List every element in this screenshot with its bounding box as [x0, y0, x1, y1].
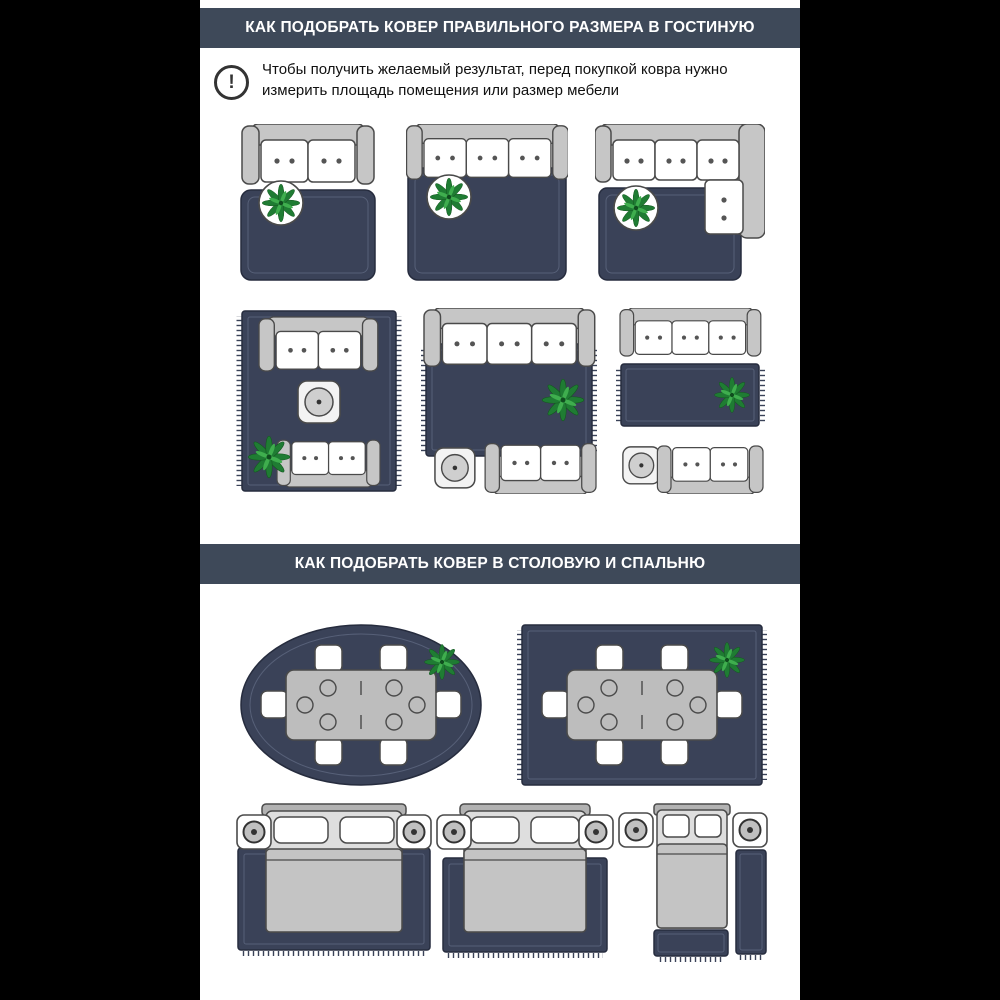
diagram-two-sofas-coffee-table-large-rug-icon [236, 310, 402, 492]
sofa-icon [405, 124, 568, 180]
sofa-icon [276, 439, 381, 488]
diagram-bed-on-partial-rug-icon [436, 803, 614, 958]
exclamation-glyph: ! [228, 71, 235, 93]
dining-bedroom-section-header: КАК ПОДОБРАТЬ КОВЕР В СТОЛОВУЮ И СПАЛЬНЮ [200, 544, 800, 584]
living-room-title: КАК ПОДОБРАТЬ КОВЕР ПРАВИЛЬНОГО РАЗМЕРА … [245, 19, 755, 36]
diagram-rect-rug-dining-icon [517, 624, 767, 786]
plant-icon [709, 642, 745, 678]
plant-on-side-table-icon [259, 181, 303, 225]
note-text: Чтобы получить желаемый результат, перед… [262, 61, 728, 99]
infographic-sheet: КАК ПОДОБРАТЬ КОВЕР ПРАВИЛЬНОГО РАЗМЕРА … [200, 0, 800, 1000]
diagram-oval-rug-dining-icon [240, 624, 482, 786]
bed-icon [459, 803, 591, 933]
sofa-icon [422, 308, 595, 367]
plant-on-side-table-icon [614, 186, 658, 230]
rug [420, 343, 597, 457]
living-room-section-header: КАК ПОДОБРАТЬ КОВЕР ПРАВИЛЬНОГО РАЗМЕРА … [200, 8, 800, 48]
plant-icon [247, 435, 291, 479]
diagram-sofa-on-rug-with-side-table-icon [420, 308, 597, 494]
nightstand-lamp-icon [618, 812, 654, 848]
bed-icon [653, 803, 731, 929]
measurement-note: ! Чтобы получить желаемый результат, пер… [214, 60, 734, 101]
exclamation-icon: ! [214, 65, 249, 100]
bedroom-diagrams-row [236, 802, 768, 962]
plant-on-side-table-icon [427, 175, 471, 219]
living-room-diagrams-row-2 [236, 308, 767, 494]
rug [616, 363, 765, 427]
sofa-icon [241, 124, 375, 185]
plant-icon [714, 376, 750, 414]
sofa-icon [258, 316, 379, 372]
corner-sofa-icon [595, 124, 765, 239]
diagram-sofa-with-rug-in-front-icon [240, 124, 376, 281]
plant-icon [541, 378, 584, 422]
plant-icon [423, 644, 461, 680]
side-table-icon [622, 446, 661, 485]
sofa-icon [619, 308, 762, 357]
foot-mat-rug [653, 929, 729, 962]
nightstand-lamp-icon [578, 814, 614, 850]
nightstand-lamp-icon [396, 814, 432, 850]
side-table-icon [433, 447, 476, 489]
diagram-bed-side-runner-foot-mat-icon [618, 803, 768, 962]
dining-diagrams-row [238, 622, 767, 788]
living-room-diagrams-row-1 [238, 124, 765, 284]
dining-bedroom-title: КАК ПОДОБРАТЬ КОВЕР В СТОЛОВУЮ И СПАЛЬНЮ [294, 555, 706, 572]
diagram-small-rug-between-two-sofas-icon [616, 308, 765, 494]
diagram-bed-on-large-rug-icon [236, 803, 432, 956]
nightstand-lamp-icon [436, 814, 472, 850]
diagram-sofa-front-legs-on-rug-icon [405, 124, 568, 281]
bed-icon [261, 803, 407, 933]
sofa-icon [483, 442, 597, 494]
side-runner-rug [735, 849, 767, 960]
nightstand-lamp-icon [236, 814, 272, 850]
nightstand-lamp-icon [732, 812, 768, 848]
diagram-corner-sofa-on-rug-icon [595, 124, 765, 281]
coffee-table-icon [297, 380, 341, 424]
sofa-icon [656, 445, 764, 494]
